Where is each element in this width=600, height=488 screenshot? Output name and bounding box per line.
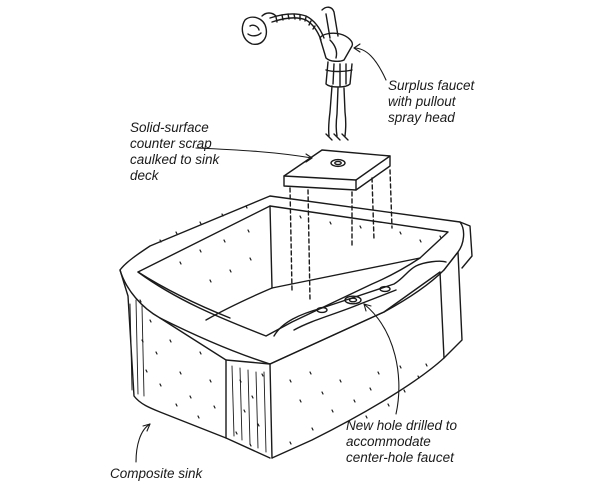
leader-sink (135, 423, 151, 463)
callout-scrap-line-3: caulked to sink (130, 152, 220, 167)
callout-hole-line-3: center-hole faucet (346, 450, 454, 465)
leader-lines (135, 43, 400, 463)
callout-sink: Composite sink (110, 466, 202, 482)
callout-hole: New hole drilled to accommodate center-h… (346, 418, 457, 466)
callout-faucet-line-3: spray head (388, 110, 455, 125)
arrow-faucet (353, 43, 361, 53)
callout-scrap: Solid-surface counter scrap caulked to s… (130, 120, 219, 184)
leader-hole (363, 303, 400, 415)
callout-scrap-line-2: counter scrap (130, 136, 212, 151)
arrow-sink (142, 423, 151, 432)
callout-hole-line-2: accommodate (346, 434, 431, 449)
leader-faucet (353, 47, 387, 81)
faucet-drawing (241, 6, 354, 141)
sink-drawing (119, 195, 473, 459)
callout-scrap-line-1: Solid-surface (130, 120, 209, 135)
counter-scrap-drawing (283, 149, 393, 301)
callout-scrap-line-4: deck (130, 168, 159, 183)
callout-faucet-line-1: Surplus faucet (388, 78, 475, 93)
leader-scrap (195, 147, 313, 159)
arrow-scrap (305, 153, 313, 163)
callout-faucet-line-2: with pullout (388, 94, 456, 109)
callout-hole-line-1: New hole drilled to (346, 418, 458, 433)
callout-sink-line-1: Composite sink (110, 466, 203, 481)
callout-faucet: Surplus faucet with pullout spray head (388, 78, 474, 126)
arrow-hole (363, 303, 372, 312)
